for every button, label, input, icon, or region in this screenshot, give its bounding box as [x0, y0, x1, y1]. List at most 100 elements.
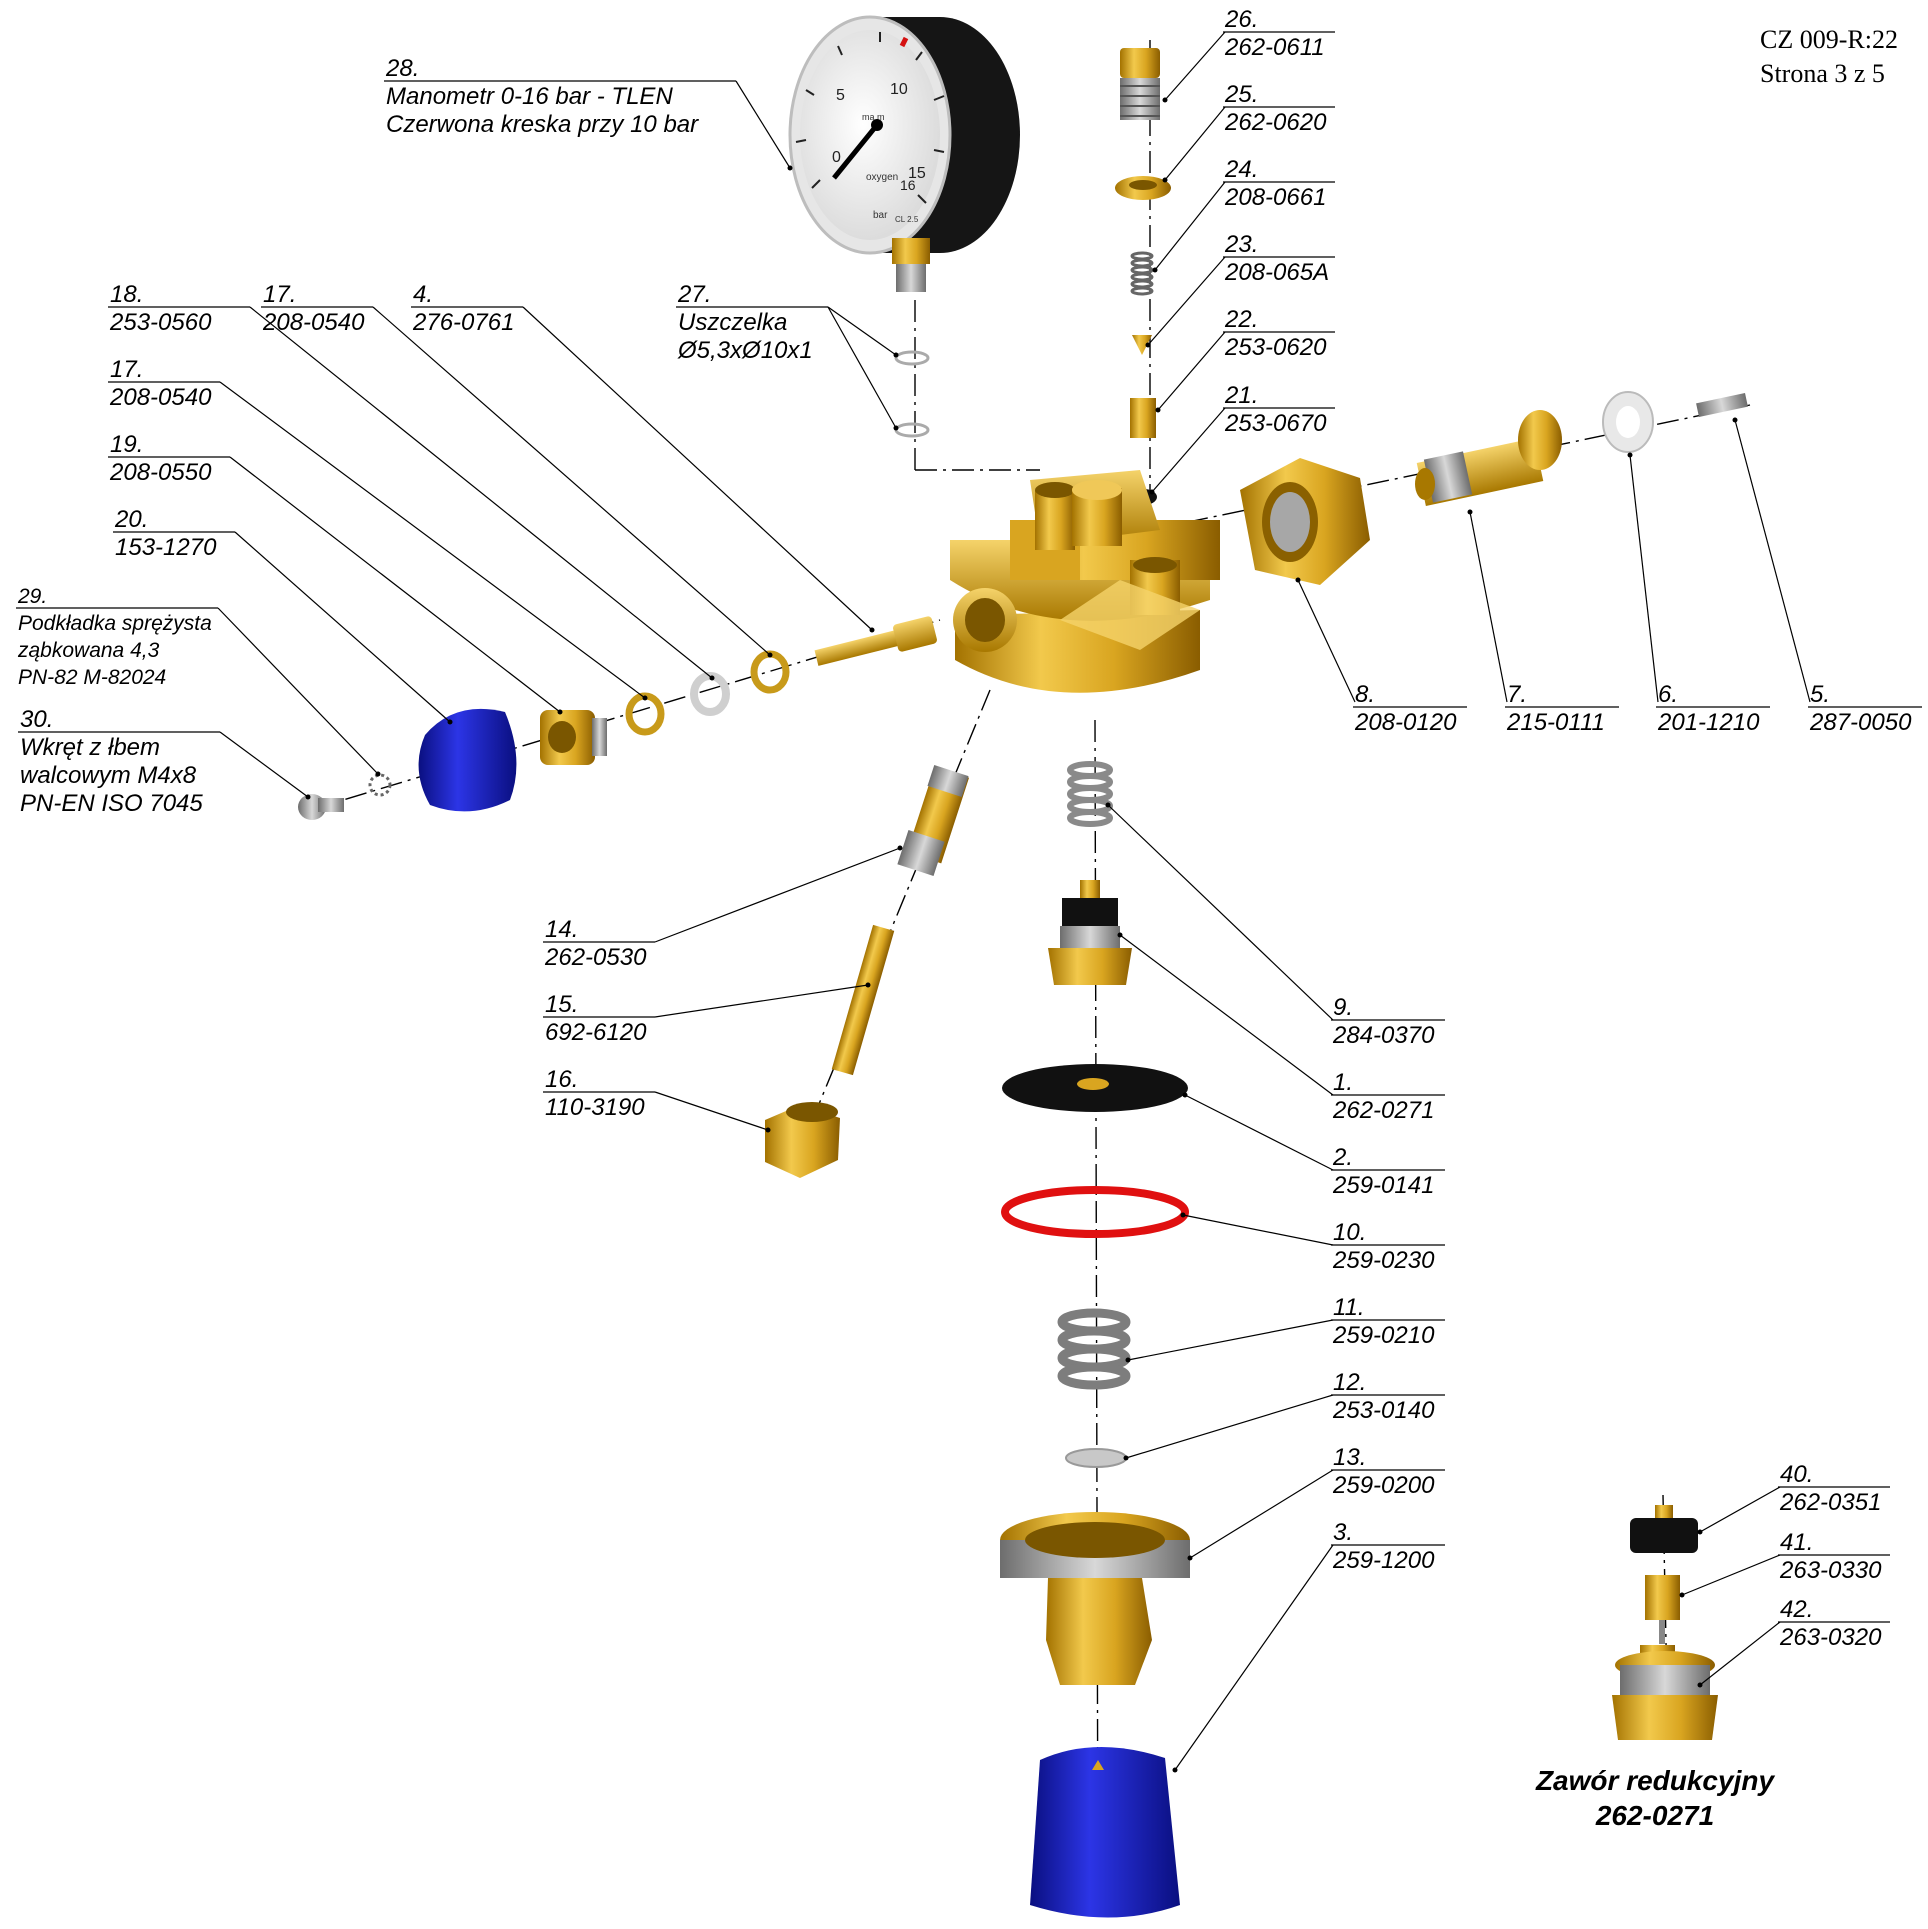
callout-6: 6.201-1210	[1627, 452, 1770, 736]
part-1-valve	[1048, 880, 1132, 985]
callout-16: 16.110-3190	[543, 1066, 771, 1133]
callout-1: 1.262-0271	[1117, 932, 1445, 1124]
callout-5: 5.287-0050	[1732, 417, 1922, 736]
callout-number: 26.	[1224, 6, 1258, 33]
part-20-knob	[418, 708, 517, 812]
callout-text-line: 153-1270	[115, 534, 217, 561]
callout-2: 2.259-0141	[1182, 1092, 1445, 1199]
part-12-washer	[1065, 1448, 1127, 1468]
part-23	[1132, 335, 1152, 355]
part-13-bonnet	[1000, 1512, 1190, 1685]
leader-line	[249, 306, 713, 679]
callout-42: 42.263-0320	[1697, 1596, 1890, 1688]
leader-line	[219, 381, 646, 699]
callout-text-line: 208-065A	[1224, 259, 1329, 286]
callout-15: 15.692-6120	[543, 982, 871, 1046]
callout-number: 10.	[1333, 1219, 1366, 1246]
gauge-top-text: ma m	[862, 112, 885, 122]
callout-text-line: 284-0370	[1332, 1022, 1435, 1049]
leader-line	[1184, 1094, 1334, 1171]
callout-number: 28.	[385, 55, 419, 82]
callout-number: 13.	[1333, 1444, 1366, 1471]
callout-18: 18.253-0560	[108, 281, 715, 681]
leader-line	[827, 306, 897, 356]
leader-line	[735, 80, 791, 169]
center-lines	[309, 40, 1751, 1906]
part-18-washer	[690, 672, 730, 716]
leader-line	[1119, 934, 1334, 1096]
callout-3: 3.259-1200	[1172, 1519, 1445, 1773]
callout-11: 11.259-0210	[1125, 1294, 1445, 1363]
part-25	[1115, 176, 1171, 200]
leader-line	[654, 847, 901, 943]
callout-41: 41.263-0330	[1679, 1529, 1890, 1598]
callout-text-line: 259-0141	[1332, 1172, 1434, 1199]
callout-text-line: PN-82 M-82024	[18, 666, 166, 689]
leader-line	[1157, 331, 1226, 411]
gauge-ticks	[795, 32, 945, 204]
callout-text-line: 208-0120	[1354, 709, 1457, 736]
detail-40	[1630, 1505, 1698, 1553]
part-7	[1415, 410, 1562, 506]
callout-7: 7.215-0111	[1467, 509, 1619, 736]
callout-8: 8.208-0120	[1295, 577, 1467, 736]
leader-line	[1151, 407, 1226, 493]
callout-text-line: 259-1200	[1332, 1547, 1435, 1574]
leader-line	[1164, 106, 1226, 181]
callout-number: 40.	[1780, 1461, 1813, 1488]
callout-number: 4.	[413, 281, 433, 308]
callout-number: 24.	[1224, 156, 1258, 183]
part-3-knob	[1030, 1746, 1180, 1918]
callout-text-line: Czerwona kreska przy 10 bar	[386, 111, 699, 138]
callout-number: 29.	[17, 585, 47, 608]
callout-number: 20.	[114, 506, 148, 533]
callout-text-line: 259-0210	[1332, 1322, 1435, 1349]
seal-washers-27	[894, 350, 930, 438]
gauge-tick-15: 15	[908, 165, 926, 182]
callout-number: 42.	[1780, 1596, 1813, 1623]
detail-caption-title: Zawór redukcyjny	[1535, 1765, 1776, 1796]
leader-line	[1164, 31, 1226, 101]
part-30-screw	[298, 794, 344, 820]
callout-number: 41.	[1780, 1529, 1813, 1556]
callout-number: 7.	[1507, 681, 1527, 708]
callout-21: 21.253-0670	[1149, 382, 1335, 495]
gauge-tick-0: 0	[832, 149, 841, 166]
callout-13: 13.259-0200	[1187, 1444, 1445, 1561]
callout-text-line: 208-0661	[1224, 184, 1326, 211]
gauge-tick-5: 5	[836, 87, 845, 104]
part-9-spring	[1067, 761, 1113, 827]
callout-number: 11.	[1333, 1294, 1365, 1321]
leader-line	[1699, 1621, 1781, 1686]
leader-line	[219, 731, 309, 798]
gauge-brand: oxygen	[866, 172, 898, 183]
callout-text-line: 692-6120	[545, 1019, 647, 1046]
callout-number: 5.	[1810, 681, 1830, 708]
callout-number: 22.	[1224, 306, 1258, 333]
leader-line	[234, 531, 451, 723]
leader-line	[1147, 256, 1226, 346]
part-16	[765, 1102, 840, 1178]
callout-text-line: 253-0670	[1224, 410, 1327, 437]
doc-code: CZ 009-R:22	[1760, 25, 1898, 54]
callout-text-line: 253-0620	[1224, 334, 1327, 361]
callout-25: 25.262-0620	[1162, 81, 1335, 183]
callout-23: 23.208-065A	[1145, 231, 1335, 348]
part-11-spring	[1057, 1308, 1131, 1390]
callout-text-line: 262-0351	[1779, 1489, 1881, 1516]
gauge-needle	[832, 123, 879, 180]
callout-9: 9.284-0370	[1105, 802, 1445, 1049]
callout-text-line: Wkręt z łbem	[20, 734, 160, 761]
callout-text-line: 262-0271	[1332, 1097, 1434, 1124]
gauge-class: CL 2.5	[895, 215, 919, 224]
leader-line	[1107, 804, 1334, 1021]
callout-number: 8.	[1355, 681, 1375, 708]
part-22	[1130, 398, 1156, 438]
part-19	[540, 710, 607, 765]
leader-line	[1125, 1394, 1334, 1459]
callout-number: 17.	[263, 281, 296, 308]
callout-number: 25.	[1224, 81, 1258, 108]
